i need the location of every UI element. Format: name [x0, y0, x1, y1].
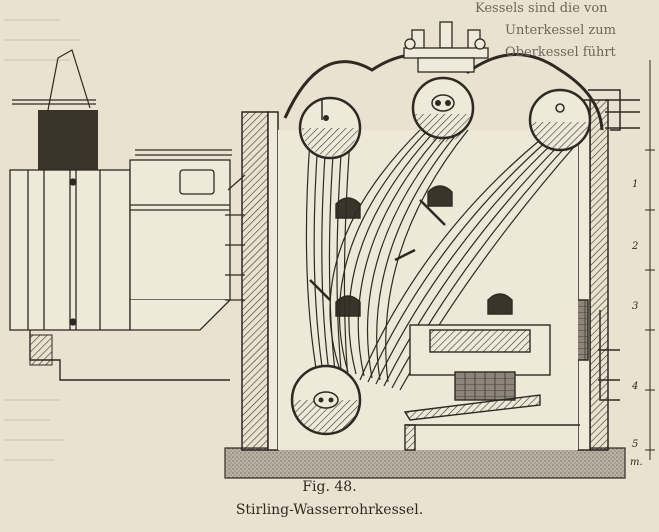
- foundation: [224, 447, 626, 479]
- economizer-base: [29, 330, 230, 381]
- steam-drum-right: [528, 88, 592, 152]
- scale-label-5: 5: [632, 439, 639, 450]
- economizer: [9, 169, 131, 331]
- baffles: [309, 199, 446, 301]
- margin-text-line3: Oberkessel führt: [505, 45, 616, 60]
- steam-drum-left: [298, 96, 362, 160]
- bleed-through-left: [4, 19, 80, 461]
- scale-label-3: 3: [632, 301, 639, 312]
- margin-text-line2: Unterkessel zum: [505, 23, 616, 38]
- scale-bar: [645, 60, 655, 460]
- flue-duct: [129, 149, 232, 331]
- inspection-doors: [335, 185, 513, 317]
- figure-number: Fig. 48.: [302, 479, 357, 495]
- feed-pipes-right: [588, 89, 640, 401]
- margin-text-line1: Kessels sind die von: [475, 1, 608, 16]
- figure-title: Stirling-Wasserrohrkessel.: [235, 502, 424, 518]
- scale-label-4: 4: [632, 381, 639, 392]
- furnace-grate: [403, 324, 580, 451]
- safety-valves: [403, 21, 489, 73]
- water-tubes: [305, 129, 581, 391]
- mud-drum: [290, 364, 362, 436]
- scale-label-m: m.: [630, 457, 643, 468]
- steam-drum-middle: [411, 76, 475, 142]
- figure-caption: Fig. 48. Stirling-Wasserrohrkessel.: [0, 478, 659, 520]
- chimney-pipe: [12, 49, 96, 111]
- flue-block: [38, 110, 98, 172]
- scale-label-2: 2: [632, 241, 639, 252]
- scale-label-1: 1: [632, 179, 639, 190]
